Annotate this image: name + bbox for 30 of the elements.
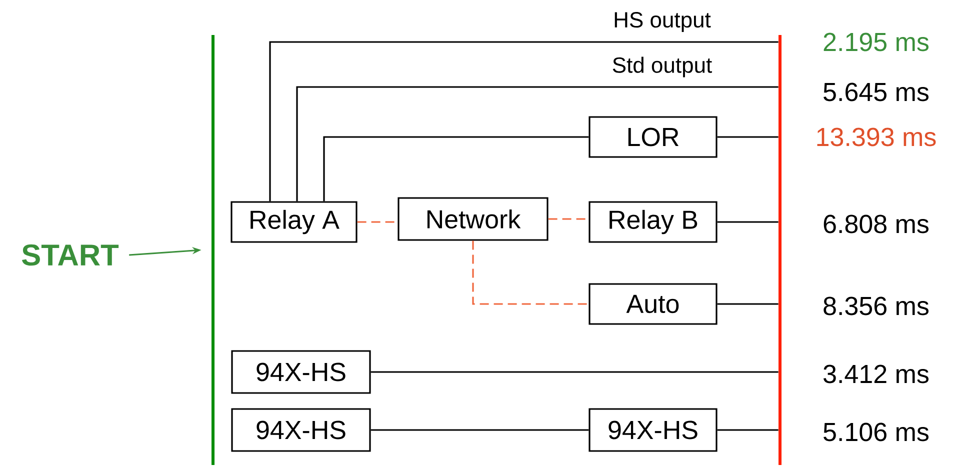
vertical-bar [212,35,214,465]
connector [370,429,589,431]
timing-label: 5.106 ms [824,422,928,442]
edge-label: Std output [612,56,712,78]
process-box: LOR [588,116,718,158]
connector [717,136,778,138]
process-box: Relay A [230,201,358,243]
process-box: Network [398,197,548,241]
timing-label: 13.393 ms [817,128,936,146]
timing-label: 2.195 ms [824,32,928,52]
timing-label: 3.412 ms [824,364,928,384]
start-label: START [22,244,119,266]
process-box: Relay B [588,201,718,243]
connector [370,371,778,373]
timing-label: 8.356 ms [824,296,928,316]
process-box: 94X-HS [588,408,718,452]
connector [472,240,589,305]
timing-label: 5.645 ms [824,82,928,102]
edge-label: HS output [614,12,711,32]
connector [717,221,778,223]
timing-label: 6.808 ms [824,214,928,234]
vertical-bar [778,35,782,465]
process-box: 94X-HS [231,350,371,394]
connector [323,136,589,202]
process-box: 94X-HS [231,408,371,452]
connector [717,303,778,305]
connector [296,86,778,202]
process-box: Auto [588,283,718,325]
connector [717,429,778,431]
connector [269,41,778,202]
